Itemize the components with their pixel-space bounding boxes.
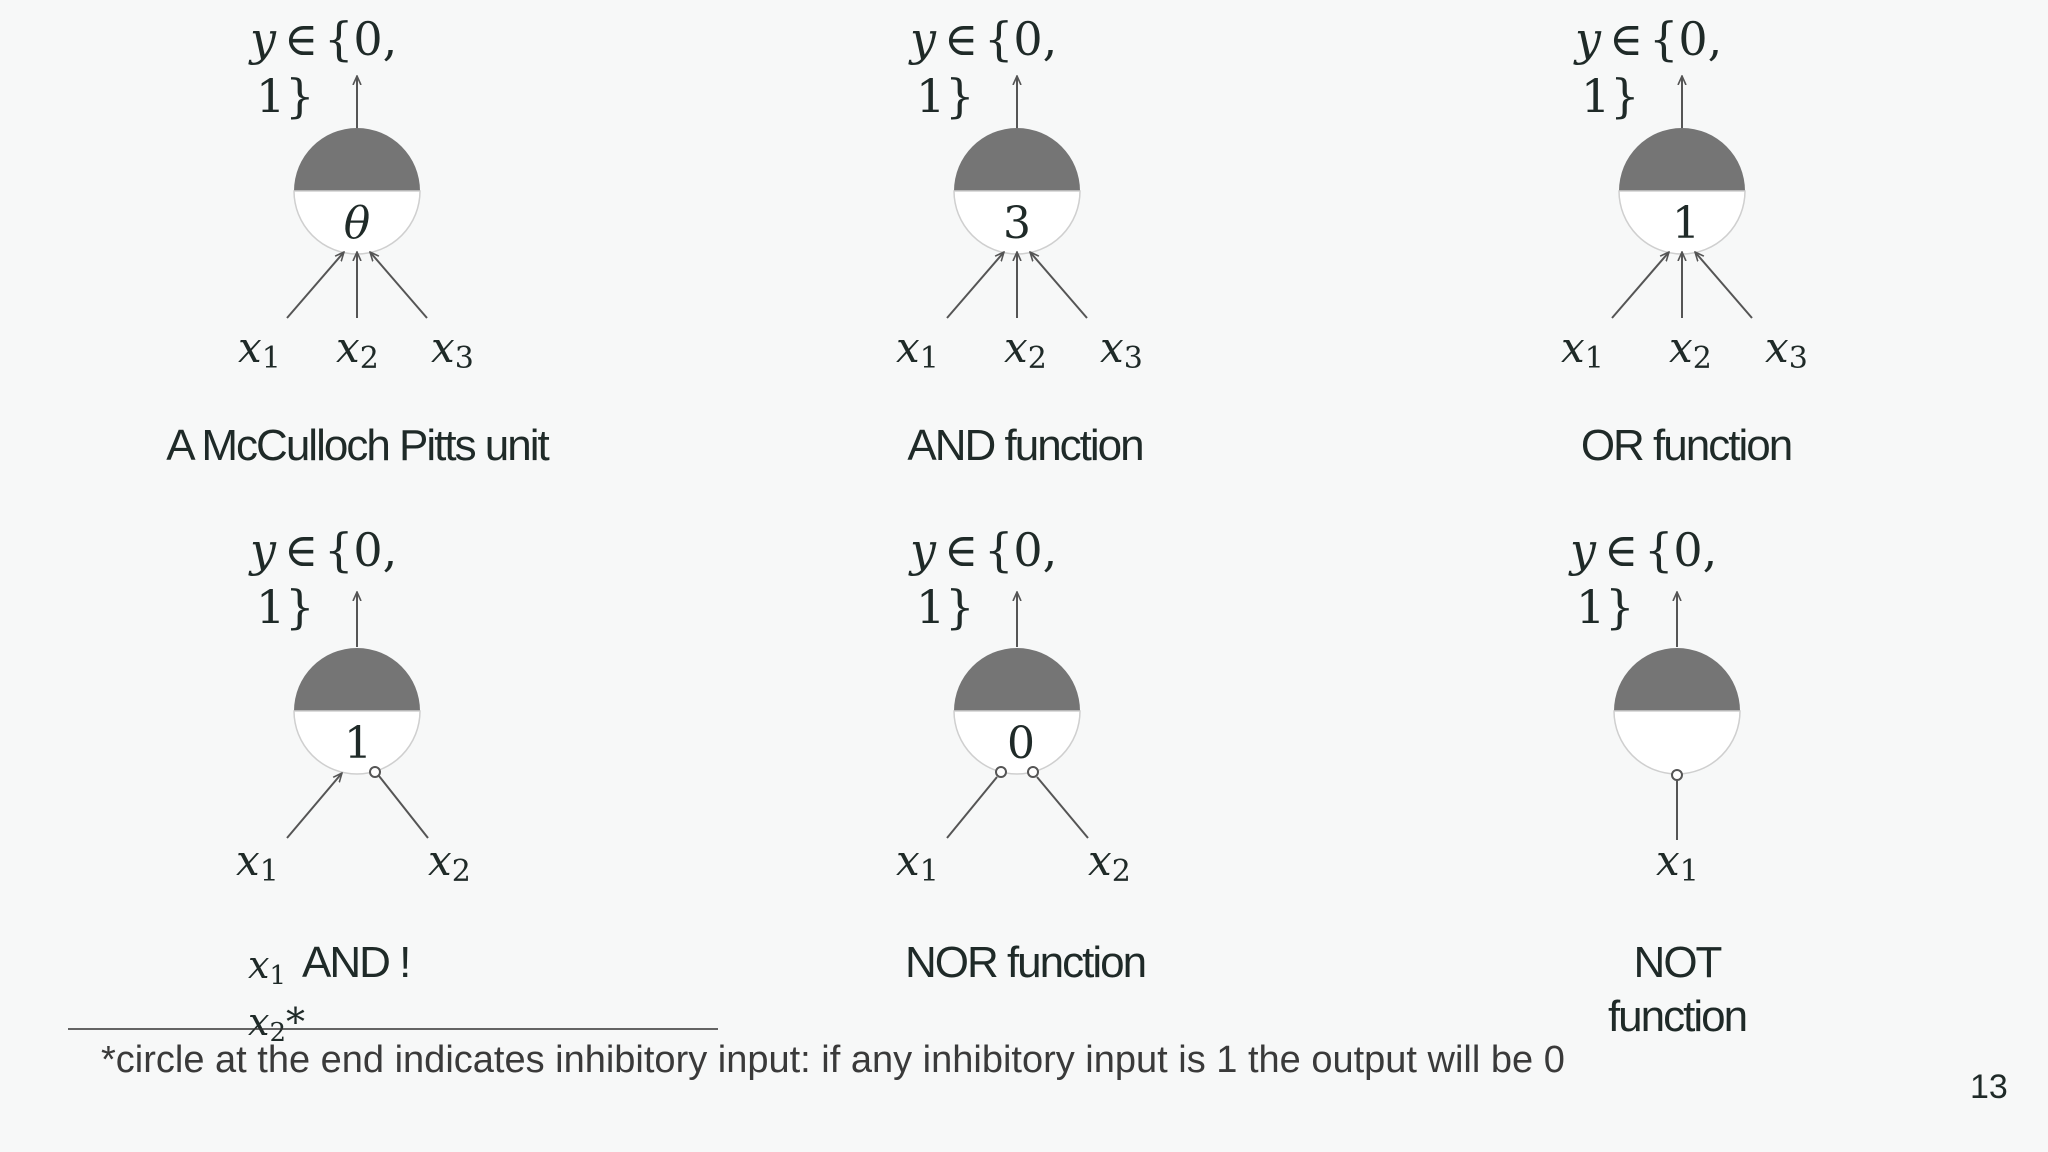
unit-not: y∈{0, 1} x1 NOT function: [1568, 523, 1748, 1041]
output-label: y∈{0,: [248, 523, 397, 577]
input-edge-1: [286, 773, 342, 839]
input-edge-3: [1030, 252, 1088, 319]
inhibitory-edge-1: [946, 776, 998, 839]
input-edge-3: [1695, 252, 1753, 319]
threshold-label: 1: [1672, 198, 1700, 249]
input-label-1: x1: [896, 836, 939, 889]
unit-nor: y∈{0, 1} 0 x1 x2 NOR function: [896, 523, 1147, 987]
input-label-2: x2: [1088, 836, 1131, 889]
neuron-bottom-half: [293, 710, 421, 775]
unit-or: y∈{0, 1} 1 x1 x2 x3 OR function: [1561, 12, 1808, 470]
inhibitory-circle-2: [1027, 766, 1039, 778]
unit-caption: AND function: [907, 421, 1142, 470]
input-label-2: x2: [1669, 323, 1712, 376]
input-label-1: x1: [238, 323, 281, 376]
input-label-2: x2: [428, 836, 471, 889]
unit-caption: AND !: [302, 938, 409, 987]
neuron: [953, 648, 1081, 775]
neuron: [293, 648, 421, 775]
unit-caption: OR function: [1581, 421, 1791, 470]
unit-caption-line2: function: [1608, 992, 1746, 1041]
neuron-top-half: [294, 128, 420, 191]
neuron-top-half: [294, 648, 420, 711]
neuron: [1613, 648, 1741, 775]
neuron-top-half: [954, 648, 1080, 711]
inhibitory-circle: [369, 766, 381, 778]
threshold-label: θ: [344, 198, 371, 249]
input-label-3: x3: [431, 323, 474, 376]
output-label: y∈{0,: [1568, 523, 1717, 577]
input-label-3: x3: [1100, 323, 1143, 376]
inhibitory-edge-2: [378, 775, 429, 839]
neuron-bottom-half: [953, 710, 1081, 775]
output-label: y∈{0,: [1573, 12, 1722, 66]
input-edge-1: [946, 252, 1004, 319]
output-label: y∈{0,: [248, 12, 397, 66]
input-edge-3: [370, 252, 428, 319]
caption-x2-star: x2*: [248, 1000, 305, 1048]
unit-caption-line1: NOT: [1634, 938, 1722, 987]
output-label-line2: 1}: [1581, 69, 1640, 123]
input-label-2: x2: [336, 323, 379, 376]
unit-and: y∈{0, 1} 3 x1 x2 x3 AND function: [896, 12, 1145, 470]
output-label-line2: 1}: [256, 580, 315, 634]
output-label: y∈{0,: [908, 12, 1057, 66]
threshold-label: 0: [1007, 718, 1035, 769]
input-label-3: x3: [1765, 323, 1808, 376]
output-label-line2: 1}: [1576, 580, 1635, 634]
unit-caption: NOR function: [905, 938, 1145, 987]
input-label-1: x1: [896, 323, 939, 376]
input-label-2: x2: [1004, 323, 1047, 376]
threshold-label: 1: [344, 718, 372, 769]
caption-x1: x1: [248, 943, 286, 991]
output-label-line2: 1}: [916, 580, 975, 634]
neuron-top-half: [1619, 128, 1745, 191]
neuron: [293, 128, 421, 255]
inhibitory-circle-1: [995, 766, 1007, 778]
input-label-1: x1: [1656, 836, 1699, 889]
neuron-bottom-half: [1613, 710, 1741, 775]
input-edge-1: [1611, 252, 1669, 319]
inhibitory-circle: [1671, 769, 1683, 781]
input-label-1: x1: [236, 836, 279, 889]
inhibitory-edge-2: [1036, 776, 1089, 839]
input-edge-1: [286, 252, 344, 319]
neuron-top-half: [954, 128, 1080, 191]
unit-caption: A McCulloch Pitts unit: [166, 421, 549, 470]
input-label-1: x1: [1561, 323, 1604, 376]
output-label-line2: 1}: [916, 69, 975, 123]
output-label: y∈{0,: [908, 523, 1057, 577]
output-label-line2: 1}: [256, 69, 315, 123]
unit-and-not: y∈{0, 1} 1 x1 x2 x1 AND ! x2*: [236, 523, 471, 1048]
page-number: 13: [1970, 1068, 2008, 1106]
unit-mcculloch-pitts: y∈{0, 1} θ x1 x2 x3 A McCulloch Pitts un…: [166, 12, 551, 470]
footnote: *circle at the end indicates inhibitory …: [101, 1039, 1565, 1081]
neuron-top-half: [1614, 648, 1740, 711]
threshold-label: 3: [1003, 198, 1031, 249]
